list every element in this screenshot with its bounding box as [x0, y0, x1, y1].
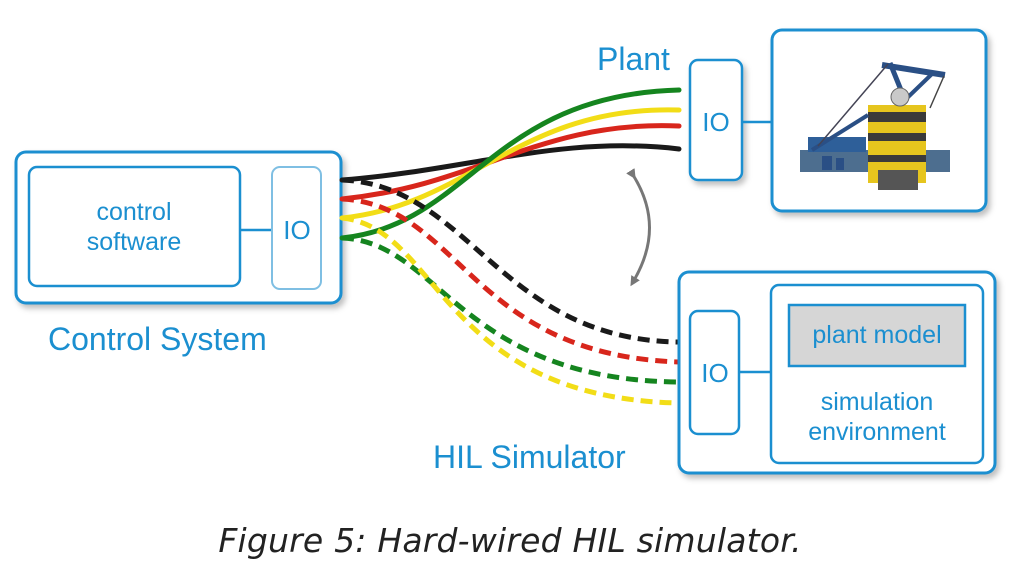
hil-wire-yellow: [341, 215, 680, 406]
double-arrow-icon: [626, 168, 651, 287]
hil-wire-black: [341, 177, 680, 345]
control-system-box: control software IO: [14, 150, 343, 305]
simulation-environment-label-1: simulation: [821, 388, 934, 416]
control-system-io-label: IO: [283, 215, 310, 245]
plant-model-box: [787, 303, 967, 368]
control-system-title: Control System: [48, 321, 267, 357]
hil-io-label: IO: [701, 358, 728, 388]
plant-io-box: IO: [688, 58, 744, 182]
hil-wire-red: [341, 196, 680, 365]
hil-wires: [341, 177, 680, 406]
simulation-environment-label-2: environment: [808, 418, 946, 446]
offshore-crane-image: [800, 62, 950, 190]
plant-wire-red: [339, 123, 682, 202]
control-software-box: [27, 165, 242, 288]
plant-title: Plant: [597, 41, 670, 77]
control-software-label-1: control: [96, 198, 171, 226]
hil-simulator-title: HIL Simulator: [433, 439, 626, 475]
control-software-label-2: software: [87, 228, 181, 256]
hil-wire-green: [341, 235, 680, 385]
hil-simulator-box: IO plant model simulation environment: [677, 270, 997, 475]
control-system-io-box: [271, 166, 322, 290]
plant-model-label: plant model: [812, 321, 941, 349]
plant-io-label: IO: [702, 107, 729, 137]
figure-caption: Figure 5: Hard-wired HIL simulator.: [218, 521, 802, 560]
plant-wires: [339, 87, 682, 241]
plant-image-box: [770, 28, 988, 213]
plant-wire-green: [339, 87, 682, 241]
